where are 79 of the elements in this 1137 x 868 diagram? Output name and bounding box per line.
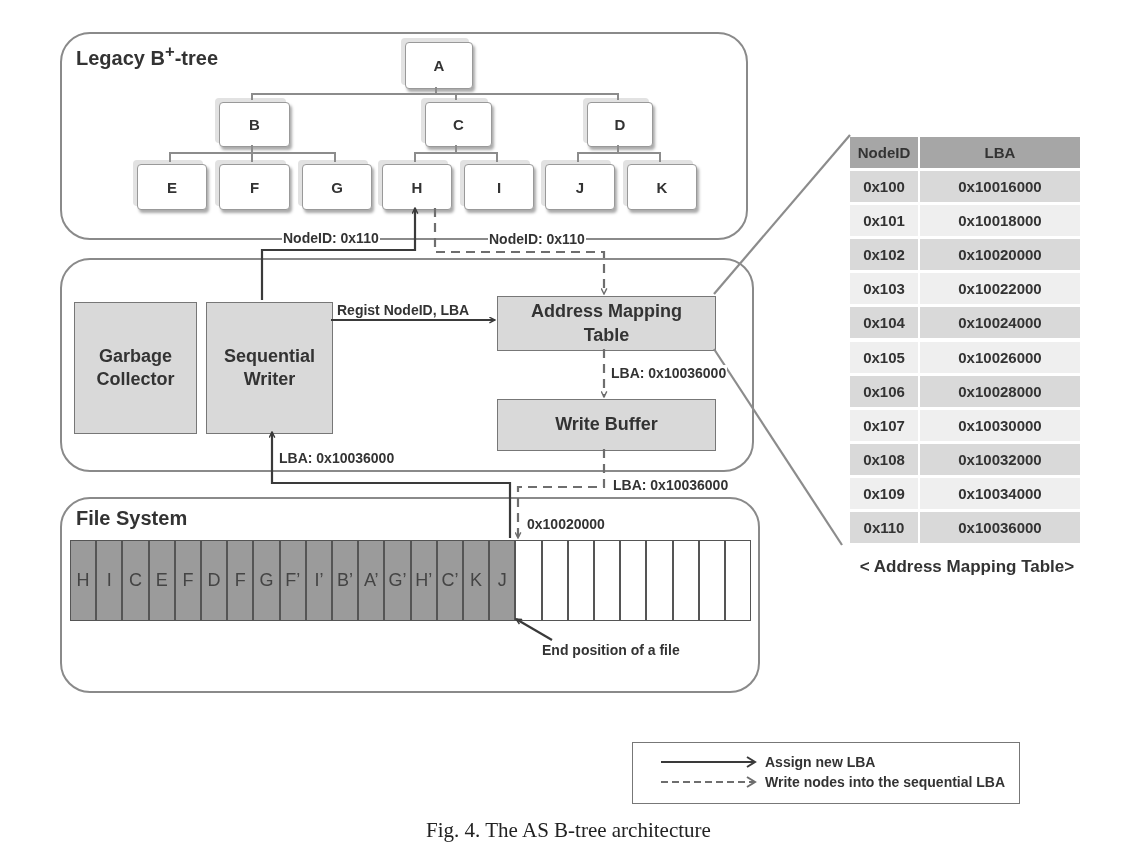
table-cell: 0x10022000 — [920, 273, 1080, 305]
table-cell: 0x10028000 — [920, 375, 1080, 407]
arrow — [260, 207, 419, 300]
table-cell: 0x10032000 — [920, 444, 1080, 476]
storage-block — [594, 540, 621, 621]
legend-label: Write nodes into the sequential LBA — [765, 774, 1006, 790]
storage-block — [541, 540, 568, 621]
storage-block: G’ — [384, 540, 411, 621]
storage-block: F — [174, 540, 201, 621]
storage-block: H — [70, 540, 97, 621]
edge-label: Regist NodeID, LBA — [336, 302, 471, 318]
storage-block: H’ — [410, 540, 437, 621]
table-cell: NodeID — [850, 136, 918, 168]
arrow — [268, 431, 512, 538]
panel-title: File System — [76, 507, 188, 530]
table-cell: 0x101 — [850, 204, 918, 236]
storage-block: A’ — [358, 540, 385, 621]
table-cell: LBA — [920, 136, 1080, 168]
table-cell: 0x10024000 — [920, 307, 1080, 339]
storage-block: E — [148, 540, 175, 621]
table-cell: 0x102 — [850, 239, 918, 271]
legend-label: Assign new LBA — [765, 754, 876, 770]
table-cell: 0x106 — [850, 375, 918, 407]
storage-block: F’ — [279, 540, 306, 621]
storage-block: J — [489, 540, 516, 621]
write-buffer-box: Write Buffer — [497, 399, 716, 451]
panel — [60, 497, 760, 693]
table-cell: 0x10016000 — [920, 170, 1080, 202]
leader-line — [515, 618, 553, 641]
storage-block — [672, 540, 699, 621]
garbage-collector-box: Garbage Collector — [74, 302, 197, 434]
table-cell: 0x104 — [850, 307, 918, 339]
storage-block — [567, 540, 594, 621]
table-cell: 0x105 — [850, 341, 918, 373]
storage-block: I — [96, 540, 123, 621]
table-cell: 0x107 — [850, 409, 918, 441]
storage-block: B’ — [332, 540, 359, 621]
storage-block — [725, 540, 752, 621]
annotation-text: End position of a file — [542, 642, 712, 664]
table-cell: 0x10034000 — [920, 478, 1080, 510]
table-cell: 0x103 — [850, 273, 918, 305]
table-cell: 0x10026000 — [920, 341, 1080, 373]
arrow — [600, 349, 608, 398]
table-cell: 0x10018000 — [920, 204, 1080, 236]
storage-block: C’ — [436, 540, 463, 621]
arrow — [514, 449, 606, 539]
storage-block: D — [201, 540, 228, 621]
arrow — [433, 208, 608, 295]
edge-label: NodeID: 0x110 — [282, 230, 380, 246]
panel-title: Legacy B$^{+}$-tree — [76, 42, 219, 70]
table-cell: 0x10030000 — [920, 409, 1080, 441]
table-cell: 0x10020000 — [920, 239, 1080, 271]
storage-block: I’ — [305, 540, 332, 621]
mapping-table-box: Address Mapping Table — [497, 296, 716, 351]
storage-block: F — [227, 540, 254, 621]
arrow — [331, 316, 496, 324]
storage-block — [698, 540, 725, 621]
address-label: 0x10020000 — [527, 516, 605, 532]
storage-block — [620, 540, 647, 621]
connector-line — [713, 348, 843, 546]
table-caption: < Address Mapping Table> — [858, 557, 1076, 577]
table-cell: 0x100 — [850, 170, 918, 202]
figure-caption: Fig. 4. The AS B-tree architecture — [425, 818, 712, 843]
edge-label: LBA: 0x10036000 — [278, 450, 396, 466]
table-cell: 0x10036000 — [920, 512, 1080, 544]
storage-block — [515, 540, 542, 621]
table-cell: 0x108 — [850, 444, 918, 476]
storage-block: K — [463, 540, 490, 621]
table-cell: 0x109 — [850, 478, 918, 510]
storage-block: G — [253, 540, 280, 621]
edge-label: LBA: 0x10036000 — [610, 365, 728, 381]
sequential-writer-box: Sequential Writer — [206, 302, 333, 434]
panel — [60, 258, 754, 472]
storage-block: C — [122, 540, 149, 621]
storage-block — [646, 540, 673, 621]
connector-line — [713, 134, 851, 295]
edge-label: NodeID: 0x110 — [488, 231, 586, 247]
edge-label: LBA: 0x10036000 — [612, 477, 730, 493]
table-cell: 0x110 — [850, 512, 918, 544]
